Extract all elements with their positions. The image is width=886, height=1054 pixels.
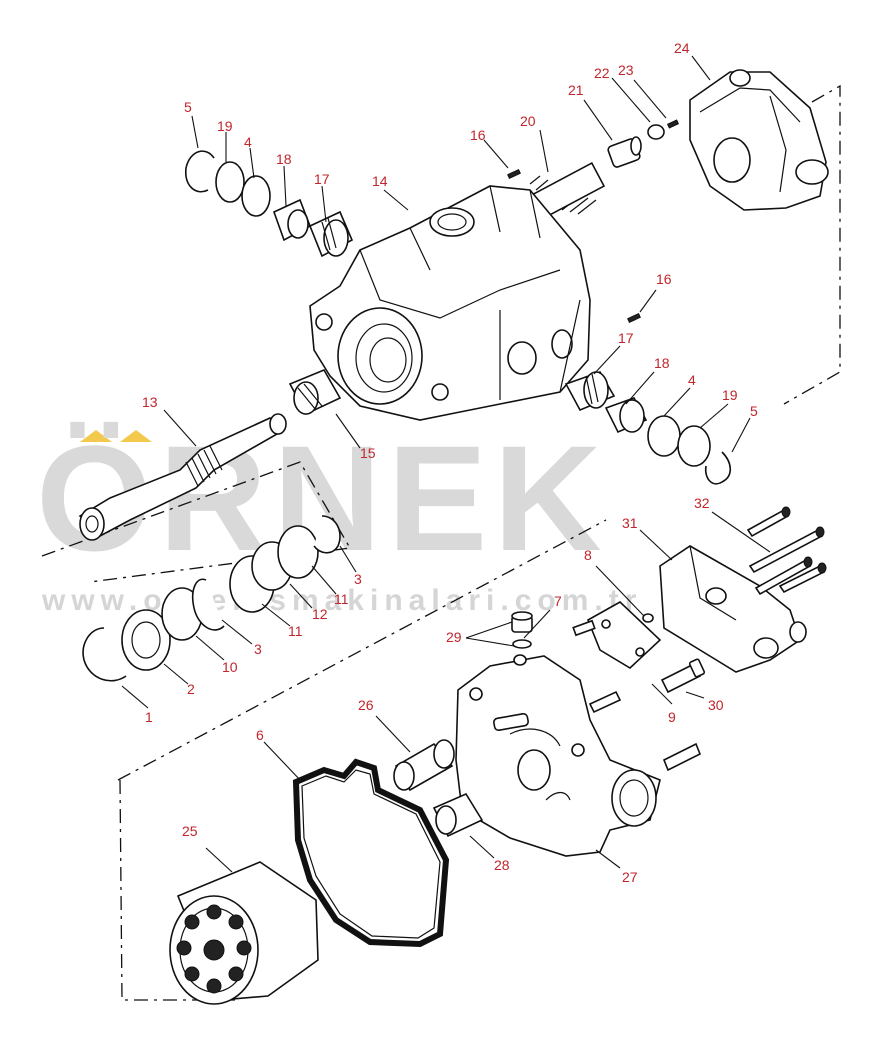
watermark-accent-right (120, 430, 152, 442)
part-adjust-spring (528, 162, 606, 220)
part-cylinder-barrel (169, 861, 319, 1005)
part-snap-ring-1 (82, 627, 127, 682)
label-17-top: 17 (314, 171, 330, 187)
label-21: 21 (568, 82, 584, 98)
label-15: 15 (360, 445, 376, 461)
part-washer-11-upper (277, 525, 319, 579)
label-4-right: 4 (688, 372, 696, 388)
label-11-upper: 11 (334, 591, 349, 607)
part-valve-block (659, 545, 807, 673)
part-oring-right (647, 415, 681, 457)
part-needle-bearing (288, 368, 342, 416)
part-pin-16-right (627, 312, 641, 324)
label-2: 2 (187, 681, 195, 697)
label-31: 31 (622, 515, 638, 531)
part-shaft-seal (121, 609, 171, 671)
label-7: 7 (554, 593, 562, 609)
label-10: 10 (222, 659, 238, 675)
label-11-lower: 11 (288, 623, 303, 639)
watermark-accent-left (80, 430, 112, 442)
label-5-right: 5 (750, 403, 758, 419)
part-labels: 5 19 4 18 17 14 16 20 21 22 23 24 16 17 … (142, 40, 758, 885)
part-snap-ring-top (185, 150, 215, 193)
part-bolts-27 (588, 690, 702, 772)
part-snap-ring-3-lower (191, 578, 225, 631)
part-pin-23 (666, 119, 680, 129)
part-snap-ring-3-upper (313, 515, 341, 554)
label-19-top: 19 (217, 118, 233, 134)
part-stud (572, 619, 596, 637)
part-snap-ring-right (704, 451, 732, 485)
label-6: 6 (256, 727, 264, 743)
part-pump-housing (309, 185, 591, 421)
label-12: 12 (312, 606, 328, 622)
part-oring-7 (512, 639, 532, 649)
label-3-lower: 3 (254, 641, 262, 657)
part-bearing-28 (432, 792, 484, 838)
label-32: 32 (694, 495, 710, 511)
part-gasket-6 (292, 758, 450, 948)
label-27: 27 (622, 869, 638, 885)
part-backup-ring-top (215, 161, 245, 203)
part-gasket-plate (586, 601, 662, 669)
label-20: 20 (520, 113, 536, 129)
label-29: 29 (446, 629, 462, 645)
leader-lines (121, 55, 771, 873)
part-end-cover (689, 69, 829, 211)
part-bolt-30 (660, 658, 706, 694)
part-bushing-26 (393, 739, 455, 792)
label-13: 13 (142, 394, 158, 410)
part-oring-top (241, 175, 271, 217)
label-8: 8 (584, 547, 592, 563)
label-22: 22 (594, 65, 610, 81)
label-24: 24 (674, 40, 690, 56)
part-ball (647, 124, 665, 140)
label-30: 30 (708, 697, 724, 713)
label-16-top: 16 (470, 127, 486, 143)
part-port-block (455, 654, 661, 857)
label-1: 1 (145, 709, 153, 725)
label-3-upper: 3 (354, 571, 362, 587)
part-backup-ring-right (677, 425, 711, 467)
label-17-right: 17 (618, 330, 634, 346)
label-4-top: 4 (244, 134, 252, 150)
label-9: 9 (668, 709, 676, 725)
label-26: 26 (358, 697, 374, 713)
label-16-right: 16 (656, 271, 672, 287)
label-18-right: 18 (654, 355, 670, 371)
part-bushing-right (604, 397, 648, 434)
part-bearing-top (308, 210, 354, 258)
label-5-top: 5 (184, 99, 192, 115)
label-19-right: 19 (722, 387, 738, 403)
part-spring-seat (607, 136, 642, 168)
label-28: 28 (494, 857, 510, 873)
part-bushing-top (273, 198, 311, 242)
label-25: 25 (182, 823, 198, 839)
label-14: 14 (372, 173, 388, 189)
part-bearing-right (564, 371, 616, 412)
label-23: 23 (618, 62, 634, 78)
label-18-top: 18 (276, 151, 292, 167)
part-plug-29 (511, 611, 533, 633)
part-pin-16-top (507, 168, 521, 180)
part-bolts-32 (746, 506, 827, 596)
part-drive-shaft (78, 413, 287, 541)
part-oring-8 (642, 613, 654, 623)
